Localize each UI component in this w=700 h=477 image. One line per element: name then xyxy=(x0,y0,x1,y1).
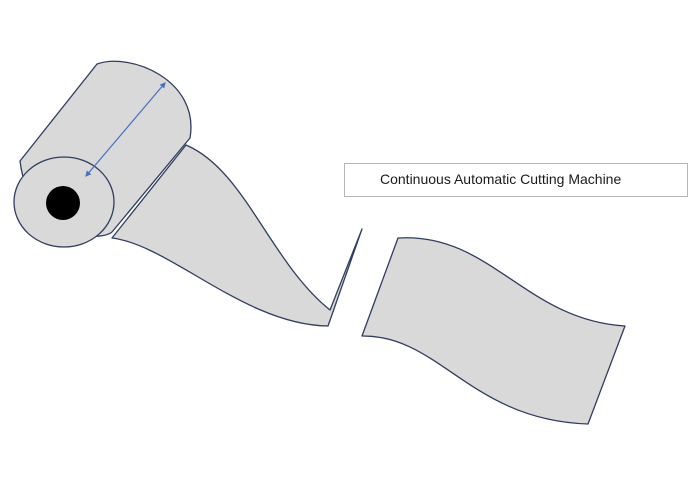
roll-core-hole xyxy=(46,186,80,220)
paper-strip-cut xyxy=(361,237,626,425)
machine-label-text: Continuous Automatic Cutting Machine xyxy=(380,171,622,187)
dimension-arrow xyxy=(85,82,166,177)
machine-label-box: Continuous Automatic Cutting Machine xyxy=(344,163,688,197)
paper-strip-attached xyxy=(111,144,363,327)
